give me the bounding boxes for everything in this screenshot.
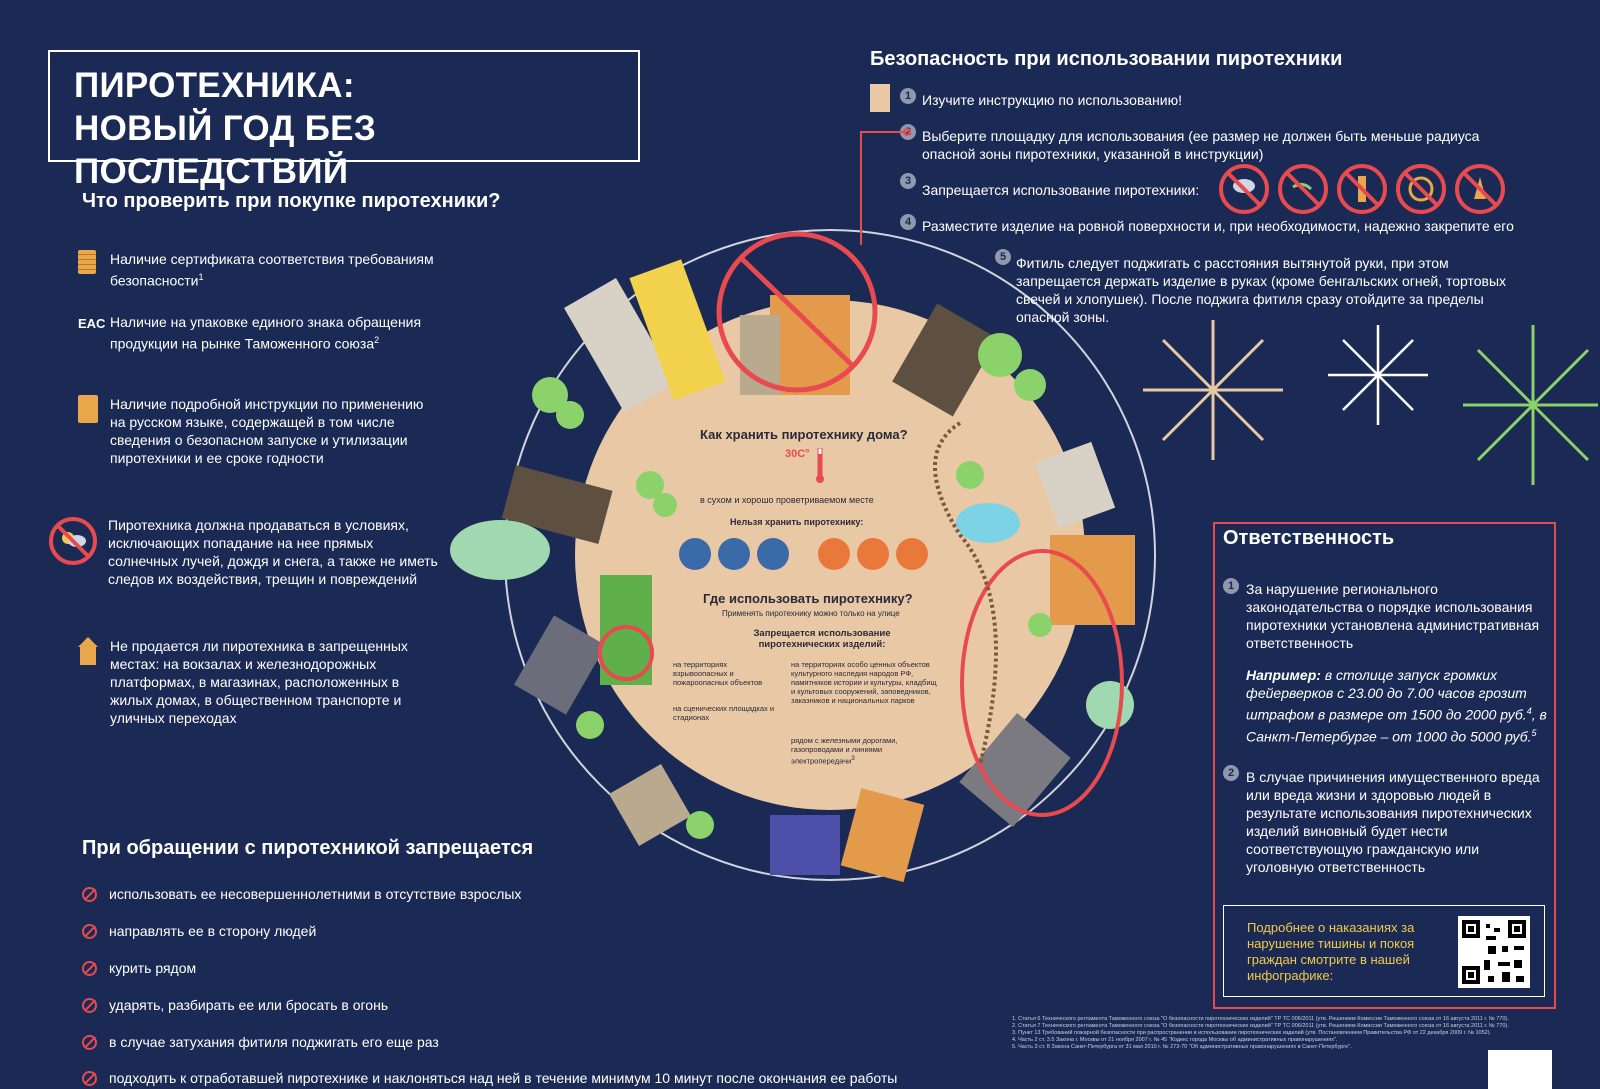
purchase-item-1-text: Наличие сертификата соответствия требова… xyxy=(110,251,434,289)
title-line-2: НОВЫЙ ГОД БЕЗ ПОСЛЕДСТВИЙ xyxy=(74,109,377,191)
more-info-box xyxy=(1223,905,1545,997)
safety-num-4: 4 xyxy=(900,214,916,230)
handling-item: ударять, разбирать ее или бросать в огон… xyxy=(82,997,388,1013)
bottom-qr-code-icon[interactable] xyxy=(1488,1050,1552,1089)
responsibility-box xyxy=(1213,522,1556,1009)
heater-icon xyxy=(857,538,889,570)
handling-item: курить рядом xyxy=(82,960,196,976)
purchase-item-3-text: Наличие подробной инструкции по применен… xyxy=(110,396,424,466)
where-right-item-2: рядом с железными дорогами, газопроводам… xyxy=(791,736,898,766)
safety-item-5: Фитиль следует поджигать с расстояния вы… xyxy=(1016,255,1507,325)
safety-num-5: 5 xyxy=(995,249,1011,265)
safety-item-1: Изучите инструкцию по использованию! xyxy=(922,92,1182,108)
forbidden-icon xyxy=(82,1034,97,1050)
certificate-icon xyxy=(78,250,100,274)
trees xyxy=(450,333,1134,839)
where-heading: Где использовать пиротехнику? xyxy=(703,591,913,606)
forbidden-icon xyxy=(82,997,97,1013)
shop-icon xyxy=(78,637,100,665)
no-alcohol-icon xyxy=(1337,164,1387,214)
handling-heading: При обращении с пиротехникой запрещается xyxy=(82,837,534,859)
prohibited-conditions xyxy=(1218,163,1506,215)
store-text: в сухом и хорошо проветриваемом месте xyxy=(700,495,874,505)
responsibility-heading: Ответственность xyxy=(1223,527,1395,549)
no-store-heading: Нельзя хранить пиротехнику: xyxy=(730,517,864,527)
forbidden-heading: Запрещается использование пиротехнически… xyxy=(753,628,891,650)
purchase-item-4-text: Пиротехника должна продаваться в условия… xyxy=(108,517,438,587)
connector-line xyxy=(860,128,911,245)
where-right-item-1: на территориях особо ценных объектов кул… xyxy=(791,660,937,705)
forbidden-icon xyxy=(82,960,97,976)
safety-item-4: Разместите изделие на ровной поверхности… xyxy=(922,218,1514,234)
buildings xyxy=(501,259,1135,883)
safety-num-1: 1 xyxy=(900,88,916,104)
purchase-item-2-text: Наличие на упаковке единого знака обраще… xyxy=(110,314,422,352)
no-store-icons-left xyxy=(679,538,789,570)
instruction-icon xyxy=(78,395,100,423)
resp-item-1: За нарушение регионального законодательс… xyxy=(1246,581,1540,651)
stove-icon xyxy=(679,538,711,570)
safety-num-2: 2 xyxy=(900,124,916,140)
where-left-item-1: на территориях взрывоопасных и пожароопа… xyxy=(673,660,763,687)
no-wind-icon xyxy=(1278,164,1328,214)
handling-item: направлять ее в сторону людей xyxy=(82,923,316,939)
where-left-item-2: на сценических площадках и стадионах xyxy=(673,704,775,722)
no-time-icon xyxy=(1396,164,1446,214)
purchase-item-3: Наличие подробной инструкции по применен… xyxy=(78,395,438,467)
safety-item-2: Выберите площадку для использования (ее … xyxy=(922,128,1480,162)
resp-num-2: 2 xyxy=(1223,765,1239,781)
resp-item-2: В случае причинения имущественного вреда… xyxy=(1246,769,1540,875)
title-line-1: ПИРОТЕХНИКА: xyxy=(74,66,355,105)
handling-item: использовать ее несовершеннолетними в от… xyxy=(82,886,521,902)
footnotes: 1. Статья 6 Технического регламента Тамо… xyxy=(1012,1016,1509,1050)
qr-code-icon[interactable] xyxy=(1458,916,1530,988)
fire-icon xyxy=(818,538,850,570)
forbidden-icon xyxy=(82,886,97,902)
no-hand-icon xyxy=(1455,164,1505,214)
no-store-icons-right xyxy=(818,538,928,570)
thermometer-icon xyxy=(815,447,825,484)
purchase-item-1: Наличие сертификата соответствия требова… xyxy=(78,250,438,290)
eac-mark-icon: EAC xyxy=(78,316,106,331)
temperature-label: 30C° xyxy=(785,448,810,460)
purchase-item-4: Пиротехника должна продаваться в условия… xyxy=(48,516,438,588)
safety-num-3: 3 xyxy=(900,173,916,189)
forbidden-icon xyxy=(82,923,97,939)
purchase-item-5: Не продается ли пиротехника в запрещенны… xyxy=(78,637,438,727)
box-icon xyxy=(896,538,928,570)
fireworks-right xyxy=(1143,320,1598,485)
title-box: ПИРОТЕХНИКА: НОВЫЙ ГОД БЕЗ ПОСЛЕДСТВИЙ xyxy=(48,50,640,191)
forbidden-icon xyxy=(82,1070,97,1086)
shower-icon xyxy=(718,538,750,570)
more-info-text[interactable]: Подробнее о наказаниях за нарушение тиши… xyxy=(1247,920,1415,983)
boiler-icon xyxy=(757,538,789,570)
no-weather-icon xyxy=(48,516,98,566)
safety-heading: Безопасность при использовании пиротехни… xyxy=(870,48,1343,70)
purchase-heading: Что проверить при покупке пиротехники? xyxy=(82,190,501,212)
resp-num-1: 1 xyxy=(1223,578,1239,594)
handling-item: в случае затухания фитиля поджигать его … xyxy=(82,1034,439,1050)
store-heading: Как хранить пиротехнику дома? xyxy=(700,427,908,442)
safety-item-3: Запрещается использование пиротехники: xyxy=(922,182,1200,198)
instruction-book-icon xyxy=(870,84,890,112)
resp-example: Например: в столице запуск громких фейер… xyxy=(1246,667,1547,745)
where-sub: Применять пиротехнику можно только на ул… xyxy=(722,609,900,618)
purchase-item-5-text: Не продается ли пиротехника в запрещенны… xyxy=(110,638,408,726)
no-snow-icon xyxy=(1219,164,1269,214)
purchase-item-2: EAC Наличие на упаковке единого знака об… xyxy=(78,314,422,352)
handling-item: подходить к отработавшей пиротехнике и н… xyxy=(82,1070,897,1086)
